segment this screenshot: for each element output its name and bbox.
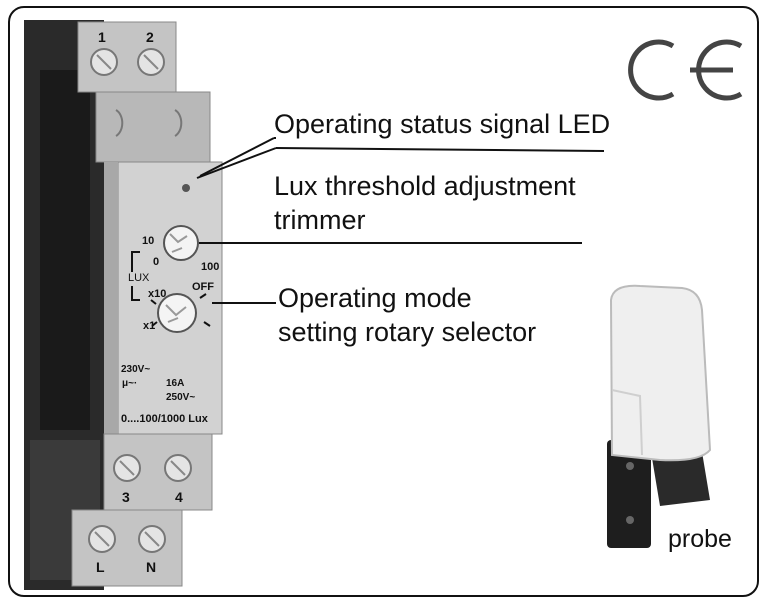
probe-cap: [609, 284, 712, 462]
bottom-terminal-block: [71, 509, 183, 587]
selector-x1-label: x1: [143, 320, 155, 332]
trimmer-max-label: 100: [201, 261, 219, 273]
terminal-3-label: 3: [122, 489, 130, 505]
panel-side: [104, 162, 118, 434]
led-leader-line: [275, 147, 605, 152]
callout-lux-line1: Lux threshold adjustment: [274, 171, 576, 201]
lux-label: LUX: [128, 272, 150, 284]
rating-voltage: 230V~: [121, 364, 150, 375]
upper-housing: [95, 91, 211, 163]
din-rail-channel: [40, 70, 90, 430]
callout-mode-line2: setting rotary selector: [278, 317, 537, 347]
lux-trimmer[interactable]: [163, 225, 199, 261]
probe-label: probe: [668, 525, 732, 553]
rating-contact-voltage: 250V~: [166, 392, 195, 403]
selector-off-label: OFF: [192, 281, 214, 293]
terminal-4-label: 4: [175, 489, 183, 505]
terminal-1-label: 1: [98, 29, 106, 45]
trimmer-tick-10: 10: [142, 235, 154, 247]
terminal-l-label: L: [96, 559, 105, 575]
callout-lux-line2: trimmer: [274, 205, 366, 235]
selector-x10-label: x10: [148, 288, 166, 300]
callout-mode-line1: Operating mode: [278, 283, 472, 313]
lux-bracket: [131, 251, 140, 301]
relay-symbol: μ~∙: [122, 378, 137, 389]
terminal-n-label: N: [146, 559, 156, 575]
callout-led: Operating status signal LED: [274, 109, 611, 139]
trimmer-min-label: 0: [153, 256, 159, 268]
status-led: [182, 184, 190, 192]
probe-illustration: [607, 284, 712, 548]
terminal-2-label: 2: [146, 29, 154, 45]
lux-range: 0....100/1000 Lux: [121, 413, 209, 425]
ce-mark: [628, 39, 743, 101]
rating-current: 16A: [166, 378, 184, 389]
led-leader-diag: [199, 137, 275, 177]
